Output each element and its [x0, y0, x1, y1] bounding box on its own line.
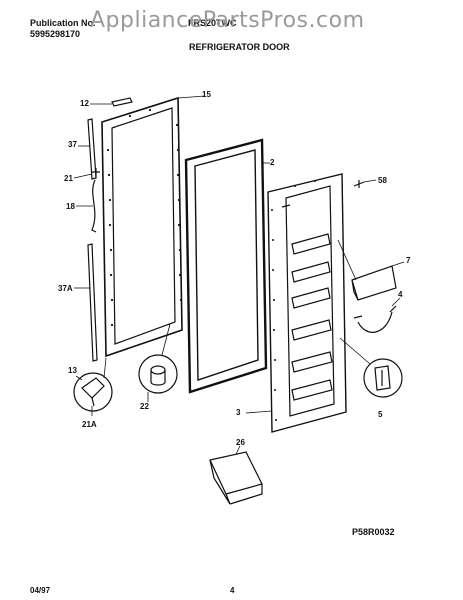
model-number: FRS20TWC: [188, 18, 237, 28]
callout-2: 2: [270, 158, 275, 167]
part-22-detail: [138, 323, 178, 402]
footer-date: 04/97: [30, 586, 51, 595]
callout-37a: 37A: [58, 284, 73, 293]
callout-21a: 21A: [82, 420, 97, 429]
part-18-wire: [76, 179, 97, 233]
part-5-detail: [339, 337, 403, 398]
part-21-screw: [73, 168, 100, 179]
part-13-detail: [73, 357, 113, 416]
footer-page-number: 4: [230, 586, 235, 595]
part-7-door-bin: [337, 239, 405, 301]
callout-15: 15: [202, 90, 211, 99]
callout-4: 4: [398, 290, 403, 299]
callout-7: 7: [406, 256, 411, 265]
publication-number: 5995298170: [30, 29, 81, 39]
callout-58: 58: [378, 176, 387, 185]
publication-label: Publication No.: [30, 18, 96, 28]
part-58-screw: [353, 179, 377, 188]
callout-37: 37: [68, 140, 77, 149]
section-title: REFRIGERATOR DOOR: [189, 42, 290, 52]
part-2-door-panel: [184, 138, 270, 394]
callout-13: 13: [68, 366, 77, 375]
callout-22: 22: [140, 402, 149, 411]
part-37-gasket-strip: [78, 118, 97, 180]
watermark: AppliancePartsPros.com: [90, 8, 365, 33]
figure-code: P58R0032: [352, 527, 395, 537]
callout-3: 3: [236, 408, 241, 417]
callout-18: 18: [66, 202, 75, 211]
part-4-bracket: [353, 297, 401, 333]
callout-26: 26: [236, 438, 245, 447]
part-37a-gasket-strip: [74, 243, 98, 362]
callout-12: 12: [80, 99, 89, 108]
part-26-bin: [209, 445, 263, 505]
part-12-strip: [90, 97, 133, 107]
callout-5: 5: [378, 410, 383, 419]
part-15-door-frame: [101, 95, 206, 358]
callout-21: 21: [64, 174, 73, 183]
part-3-door-liner: [245, 173, 347, 433]
